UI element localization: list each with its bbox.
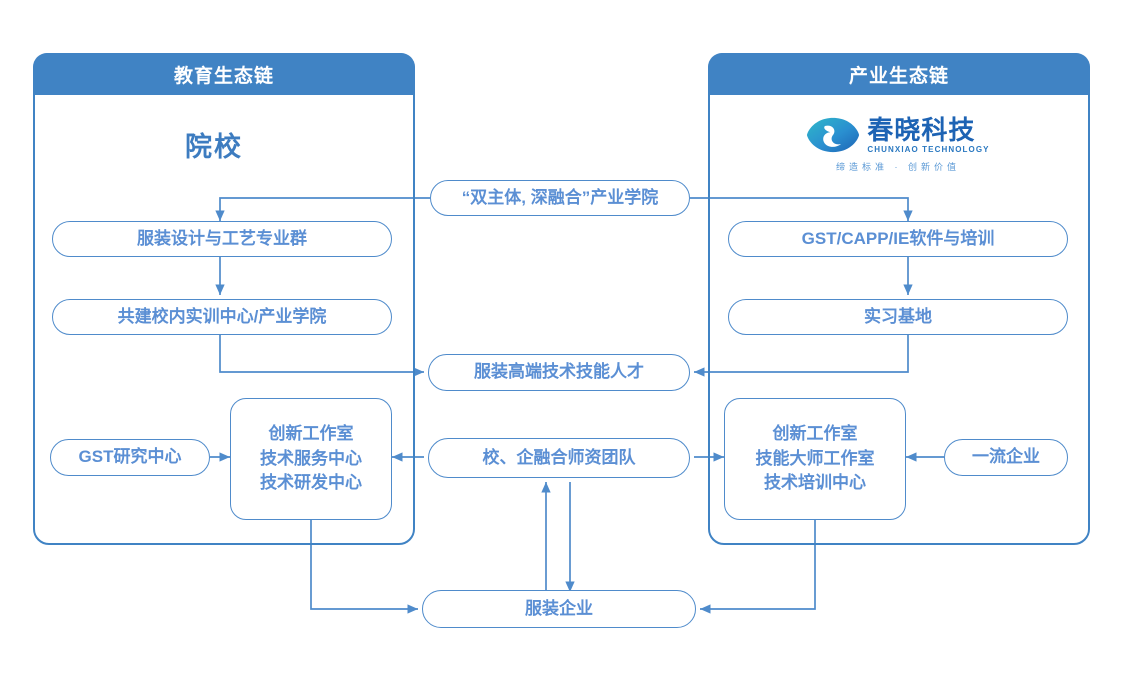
industry-chain-title: 产业生态链 xyxy=(848,65,949,87)
education-chain-title: 教育生态链 xyxy=(173,65,274,87)
logo-name-en: CHUNXIAO TECHNOLOGY xyxy=(867,144,990,154)
node-talent[interactable]: 服装高端技术技能人才 xyxy=(428,354,690,391)
node-major-group[interactable]: 服装设计与工艺专业群 xyxy=(52,221,392,257)
node-software-training-label: GST/CAPP/IE软件与培训 xyxy=(801,228,995,248)
node-apparel-enterprise-label: 服装企业 xyxy=(525,598,593,618)
education-chain-panel: 教育生态链 xyxy=(33,53,415,545)
node-major-group-label: 服装设计与工艺专业群 xyxy=(137,228,307,248)
node-gst-research-center[interactable]: GST研究中心 xyxy=(50,439,210,476)
education-chain-header: 教育生态链 xyxy=(33,53,415,95)
node-top-enterprise-label: 一流企业 xyxy=(972,447,1040,467)
node-talent-label: 服装高端技术技能人才 xyxy=(474,362,644,382)
node-faculty-team-label: 校、企融合师资团队 xyxy=(482,447,636,467)
node-right-centers-line-3: 技术培训中心 xyxy=(764,473,866,493)
chunxiao-logo: 春晓科技 CHUNXIAO TECHNOLOGY 缔造标准 · 创新价值 xyxy=(798,115,998,173)
node-right-centers-line-1: 创新工作室 xyxy=(772,424,858,444)
industry-chain-header: 产业生态链 xyxy=(708,53,1090,95)
node-software-training[interactable]: GST/CAPP/IE软件与培训 xyxy=(728,221,1068,257)
node-training-center[interactable]: 共建校内实训中心/产业学院 xyxy=(52,299,392,335)
node-left-centers-line-1: 创新工作室 xyxy=(268,424,354,444)
logo-tagline: 缔造标准 · 创新价值 xyxy=(836,162,960,172)
chunxiao-eye-logo-icon xyxy=(807,117,860,153)
node-faculty-team[interactable]: 校、企融合师资团队 xyxy=(428,438,690,478)
node-left-centers[interactable]: 创新工作室 技术服务中心 技术研发中心 xyxy=(230,398,392,520)
logo-name-cn: 春晓科技 xyxy=(867,114,976,145)
node-internship-base-label: 实习基地 xyxy=(864,306,932,326)
node-right-centers[interactable]: 创新工作室 技能大师工作室 技术培训中心 xyxy=(724,398,906,520)
node-top-enterprise[interactable]: 一流企业 xyxy=(944,439,1068,476)
node-apparel-enterprise[interactable]: 服装企业 xyxy=(422,590,696,628)
page-title-institutions: 院校 xyxy=(185,132,243,162)
industry-chain-panel: 产业生态链 xyxy=(708,53,1090,545)
node-left-centers-line-3: 技术研发中心 xyxy=(260,473,362,493)
node-industry-college-label: “双主体, 深融合”产业学院 xyxy=(461,187,659,207)
node-right-centers-line-2: 技能大师工作室 xyxy=(755,448,875,468)
node-training-center-label: 共建校内实训中心/产业学院 xyxy=(117,306,327,326)
node-gst-research-center-label: GST研究中心 xyxy=(78,447,182,467)
node-industry-college[interactable]: “双主体, 深融合”产业学院 xyxy=(430,180,690,216)
node-internship-base[interactable]: 实习基地 xyxy=(728,299,1068,335)
node-left-centers-line-2: 技术服务中心 xyxy=(260,448,362,468)
